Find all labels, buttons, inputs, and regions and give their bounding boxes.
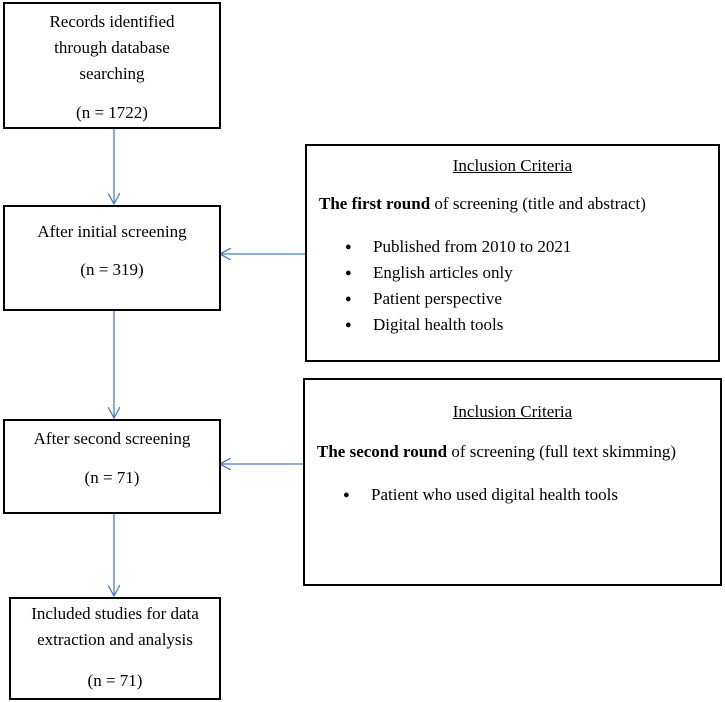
step-label-line: extraction and analysis	[37, 630, 193, 649]
step-count: (n = 71)	[84, 468, 140, 487]
inclusion-criteria-second-round: Inclusion Criteria The second round of s…	[303, 378, 722, 586]
step-count: (n = 319)	[80, 260, 144, 279]
step-second-screening: After second screening (n = 71)	[3, 419, 221, 514]
step-label-line: through database	[54, 38, 170, 57]
criteria-round: The first round of screening (title and …	[319, 194, 712, 214]
step-label-line: Included studies for data	[31, 604, 199, 623]
step-label-line: searching	[79, 64, 145, 83]
criteria-round-bold: The first round	[319, 194, 431, 213]
criteria-round: The second round of screening (full text…	[317, 442, 714, 462]
criteria-round-text: of screening (title and abstract)	[430, 194, 646, 213]
step-initial-screening: After initial screening (n = 319)	[3, 205, 221, 311]
step-label-line: Records identified	[49, 12, 175, 31]
criteria-list: Published from 2010 to 2021 English arti…	[307, 234, 571, 338]
criteria-round-bold: The second round	[317, 442, 448, 461]
criteria-title: Inclusion Criteria	[452, 402, 573, 421]
step-records-identified: Records identified through database sear…	[3, 2, 221, 129]
criteria-title: Inclusion Criteria	[452, 156, 573, 175]
inclusion-criteria-first-round: Inclusion Criteria The first round of sc…	[305, 144, 720, 362]
step-count: (n = 71)	[87, 671, 143, 690]
criteria-list: Patient who used digital health tools	[305, 482, 618, 508]
criteria-item: Patient who used digital health tools	[305, 482, 618, 508]
criteria-round-text: of screening (full text skimming)	[447, 442, 677, 461]
criteria-item: English articles only	[307, 260, 571, 286]
criteria-item: Digital health tools	[307, 312, 571, 338]
step-label-line: After initial screening	[37, 222, 187, 241]
step-label-line: After second screening	[33, 429, 191, 448]
step-count: (n = 1722)	[76, 103, 148, 122]
step-included-studies: Included studies for data extraction and…	[9, 597, 221, 700]
criteria-item: Patient perspective	[307, 286, 571, 312]
criteria-item: Published from 2010 to 2021	[307, 234, 571, 260]
